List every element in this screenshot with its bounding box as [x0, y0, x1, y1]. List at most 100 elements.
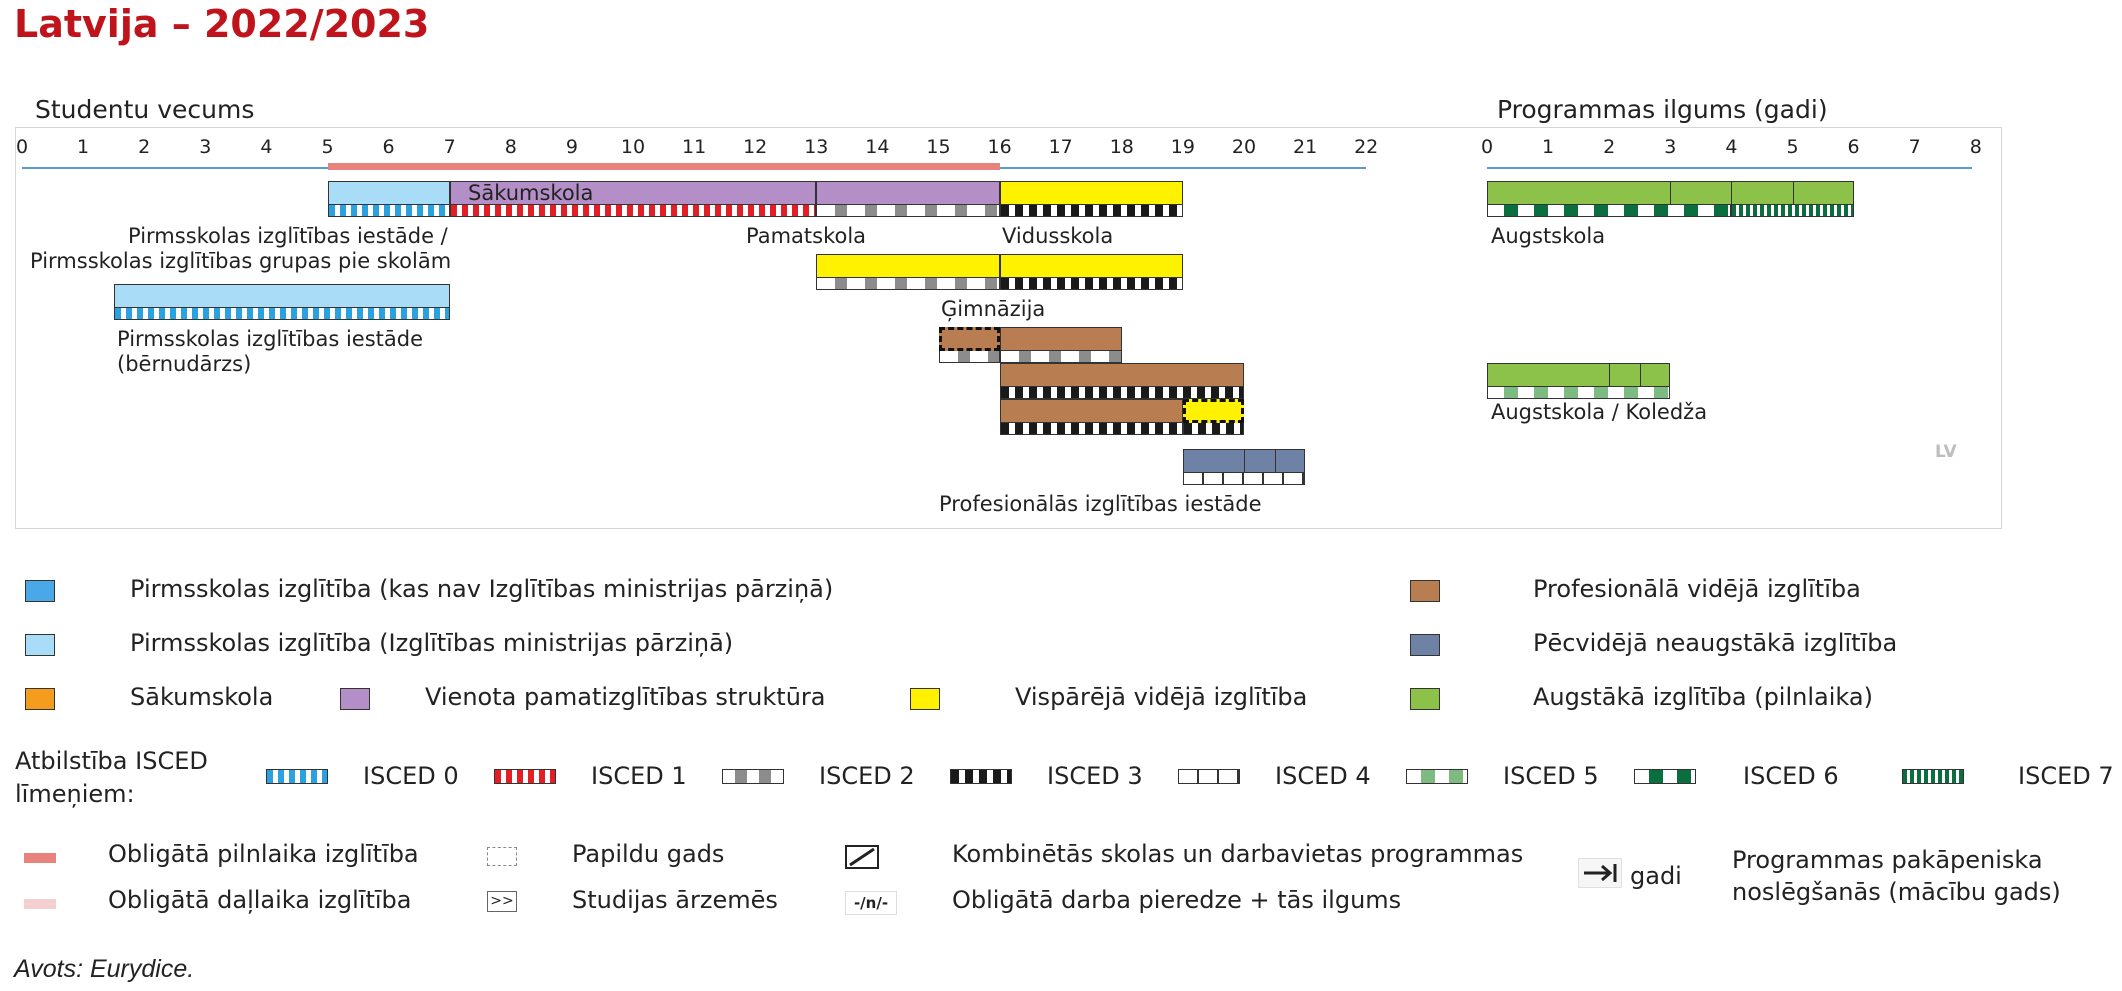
age-tick-label: 0 — [15, 136, 29, 158]
isced2-swatch — [722, 769, 784, 784]
isced-strip-vidusskola — [999, 205, 1183, 217]
programme-bar-bernudarzs — [113, 284, 450, 308]
isced1-label: ISCED 1 — [591, 762, 687, 790]
age-tick-label: 15 — [926, 136, 951, 158]
isced2-label: ISCED 2 — [819, 762, 915, 790]
label-bernudarzs-1: Pirmsskolas izglītības iestāde — [117, 327, 424, 351]
age-axis-title: Studentu vecums — [35, 95, 255, 124]
combined-programme-icon — [845, 845, 879, 869]
duration-tick-label: 5 — [1786, 136, 1799, 158]
legend-swatch-higher — [1410, 688, 1440, 710]
work-experience-label: Obligātā darba pieredze + tās ilgums — [952, 886, 1402, 914]
isced4-swatch — [1178, 769, 1240, 784]
programme-divider — [1244, 449, 1245, 473]
age-tick-label: 10 — [620, 136, 646, 158]
compulsory-full-swatch — [24, 853, 56, 863]
programme-divider — [1609, 363, 1611, 387]
duration-tick-label: 2 — [1603, 136, 1616, 158]
label-vocational: Profesionālās izglītības iestāde — [939, 492, 1262, 516]
programme-bar-preschool-school-groups — [327, 181, 450, 205]
isced-strip-augstskola-upper — [1731, 205, 1854, 217]
programme-bar-vidusskola — [999, 181, 1183, 205]
age-tick-label: 20 — [1231, 136, 1257, 158]
programme-bar-gimnazija-lower — [816, 254, 1000, 278]
study-abroad-label: Studijas ārzemēs — [572, 886, 778, 914]
legend-swatch-preschool-other — [25, 580, 55, 602]
page-title: Latvija – 2022/2023 — [14, 2, 430, 46]
age-tick-label: 13 — [804, 136, 829, 158]
isced7-swatch — [1902, 769, 1964, 784]
duration-tick-label: 3 — [1664, 136, 1677, 158]
compulsory-education-band — [327, 163, 1000, 170]
programme-bar-sakumskola — [449, 181, 817, 205]
programme-bar-vocational-4yr — [999, 363, 1244, 387]
duration-axis-title: Programmas ilgums (gadi) — [1497, 95, 1828, 124]
label-augstskola: Augstskola — [1491, 224, 1606, 248]
label-gimnazija: Ģimnāzija — [941, 297, 1046, 321]
legend-label-primary: Sākumskola — [130, 683, 274, 711]
country-code: LV — [1935, 442, 1957, 462]
isced6-label: ISCED 6 — [1743, 762, 1839, 790]
duration-tick-label: 7 — [1908, 136, 1921, 158]
phasing-out-label-1: Programmas pakāpeniska — [1732, 846, 2043, 874]
age-tick-label: 18 — [1109, 136, 1134, 158]
legend-swatch-general-secondary — [910, 688, 940, 710]
isced5-swatch — [1406, 769, 1468, 784]
programme-bar-vocational-basic — [999, 327, 1122, 351]
legend-swatch-vocational-secondary — [1410, 580, 1440, 602]
age-tick-label: 22 — [1354, 136, 1379, 158]
phasing-out-icon — [1578, 858, 1622, 888]
legend-swatch-preschool-mes — [25, 634, 55, 656]
legend-label-vocational-secondary: Profesionālā vidējā izglītība — [1533, 575, 1861, 603]
label-koledza: Augstskola / Koledža — [1491, 400, 1708, 424]
compulsory-part-label: Obligātā daļlaika izglītība — [108, 886, 412, 914]
compulsory-part-swatch — [24, 899, 56, 909]
legend-swatch-post-secondary — [1410, 634, 1440, 656]
isced3-label: ISCED 3 — [1047, 762, 1143, 790]
isced6-swatch — [1634, 769, 1696, 784]
label-preschool-school-2: Pirmsskolas izglītības grupas pie skolām — [30, 249, 452, 273]
age-tick-label: 9 — [565, 136, 578, 158]
phasing-out-unit: gadi — [1630, 862, 1682, 890]
age-tick-label: 17 — [1048, 136, 1073, 158]
isced-strip-vocational-3yr-extra — [1182, 423, 1244, 435]
source-note: Avots: Eurydice. — [14, 955, 195, 983]
age-tick-label: 19 — [1170, 136, 1195, 158]
isced-strip-pamatskola — [816, 205, 1000, 217]
programme-bar-pamatskola — [816, 181, 1000, 205]
isced3-swatch — [950, 769, 1012, 784]
duration-axis-line — [1487, 167, 1972, 169]
age-tick-label: 21 — [1293, 136, 1318, 158]
legend-label-general-secondary: Vispārējā vidējā izglītība — [1015, 683, 1308, 711]
isced-strip-preschool-school-groups — [327, 205, 450, 217]
programme-bar-gimnazija-upper — [999, 254, 1183, 278]
programme-divider — [1731, 181, 1733, 205]
legend-label-single-structure: Vienota pamatizglītības struktūra — [425, 683, 826, 711]
extra-year-label: Papildu gads — [572, 840, 725, 868]
isced-strip-sakumskola — [449, 205, 817, 217]
study-abroad-icon: >> — [487, 891, 517, 912]
age-tick-label: 4 — [260, 136, 273, 158]
programme-divider — [1792, 181, 1794, 205]
age-tick-label: 7 — [443, 136, 456, 158]
duration-tick-label: 4 — [1725, 136, 1738, 158]
isced-strip-post-secondary — [1182, 473, 1306, 485]
label-bernudarzs-2: (bērnudārzs) — [117, 352, 252, 376]
isced-heading: Atbilstība ISCED līmeņiem: — [15, 747, 208, 808]
compulsory-full-label: Obligātā pilnlaika izglītība — [108, 840, 419, 868]
isced-strip-vocational-4yr — [999, 387, 1244, 399]
isced0-swatch — [266, 769, 328, 784]
age-tick-label: 11 — [682, 136, 707, 158]
age-tick-label: 2 — [138, 136, 151, 158]
programme-bar-vocational-3yr — [999, 399, 1183, 423]
programme-divider — [1274, 449, 1276, 473]
age-tick-label: 5 — [321, 136, 334, 158]
age-tick-label: 3 — [199, 136, 212, 158]
age-tick-label: 16 — [987, 136, 1012, 158]
legend-label-higher: Augstākā izglītība (pilnlaika) — [1533, 683, 1873, 711]
duration-tick-label: 1 — [1542, 136, 1555, 158]
isced-strip-vocational-basic-extra — [938, 351, 1000, 363]
legend-label-preschool-mes: Pirmsskolas izglītība (Izglītības minist… — [130, 629, 734, 657]
isced4-label: ISCED 4 — [1275, 762, 1371, 790]
isced-strip-augstskola — [1487, 205, 1732, 217]
